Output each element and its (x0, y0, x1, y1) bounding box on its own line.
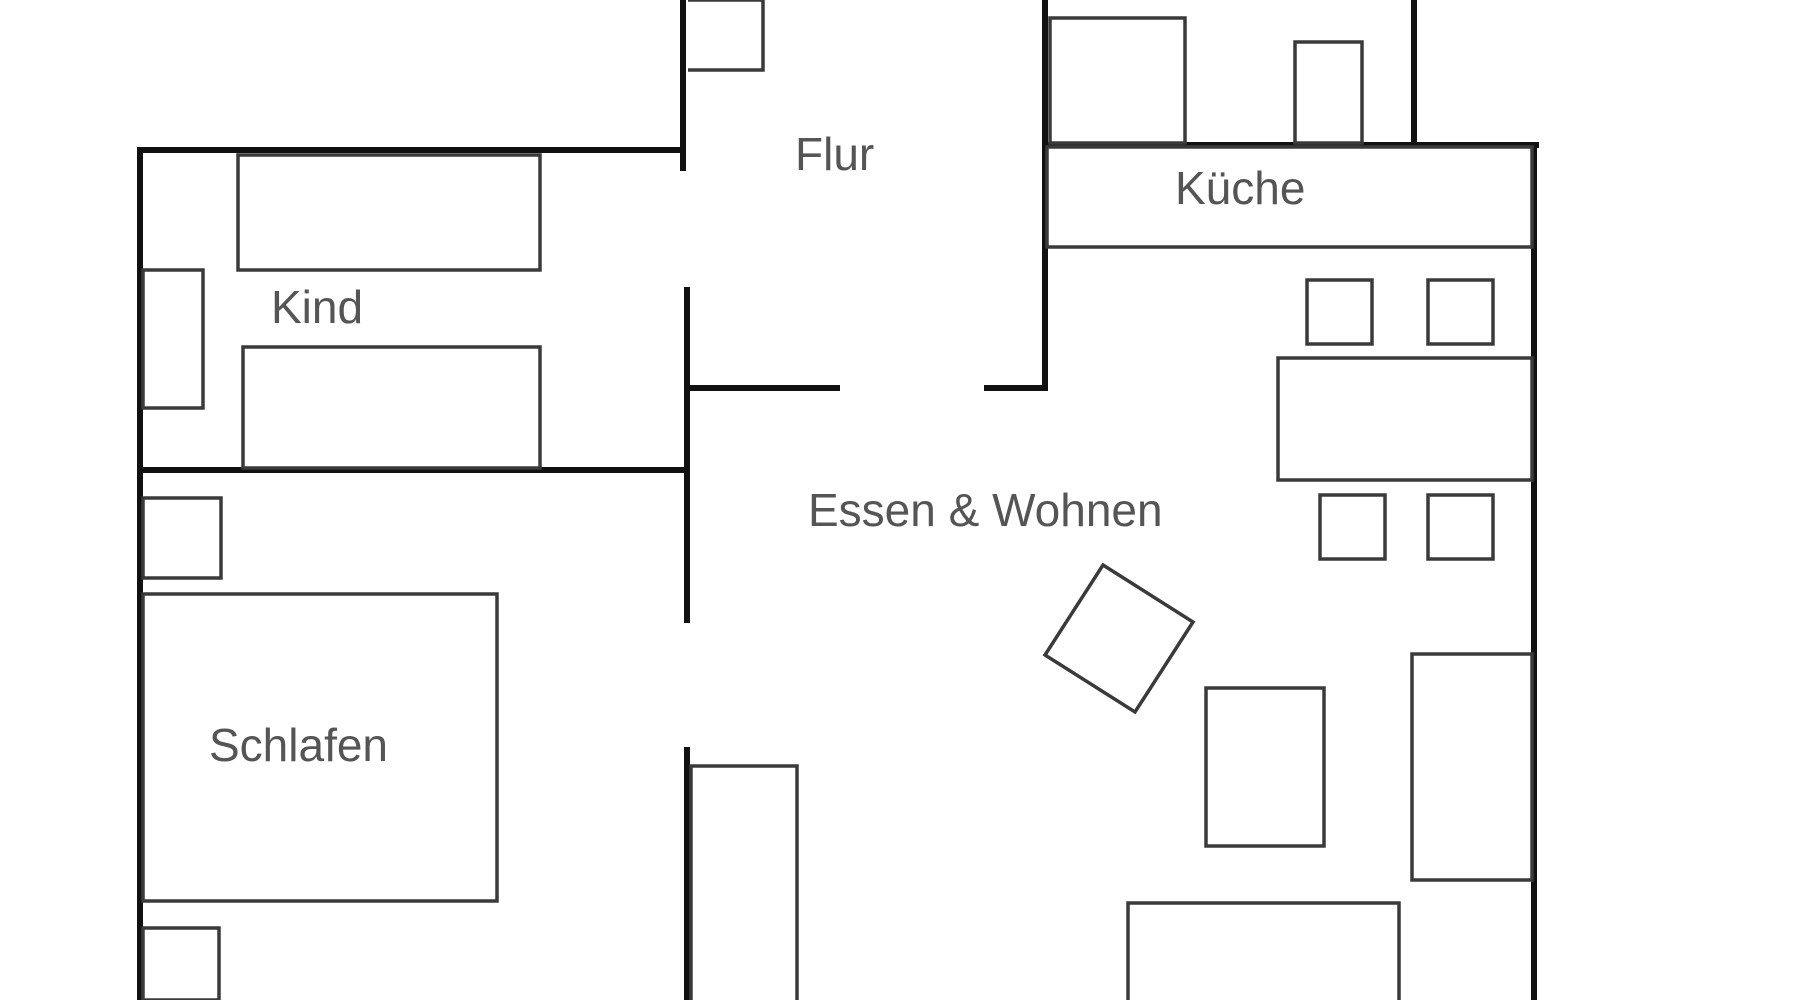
schlafen-nightstand-upper (141, 496, 223, 580)
walls (137, 0, 1539, 1000)
room-label-flur: Flur (795, 128, 874, 180)
upper-cabinet-left (1048, 16, 1187, 145)
coffee-table (1204, 686, 1326, 848)
schlafen-nightstand-lower (141, 926, 221, 1000)
dining-chair-1 (1305, 278, 1374, 346)
armchair-rotated (1042, 562, 1196, 715)
furniture (141, 0, 1534, 1000)
sofa (1126, 901, 1401, 1000)
room-labels: Flur Küche Kind Essen & Wohnen Schlafen (209, 128, 1305, 771)
dining-chair-2 (1426, 278, 1495, 346)
upper-cabinet-right (1293, 40, 1364, 145)
sideboard-right (1410, 652, 1534, 882)
room-label-schlafen: Schlafen (209, 719, 388, 771)
kitchen-counter (1045, 145, 1534, 249)
cabinet-corridor (689, 764, 799, 1000)
dining-table (1276, 356, 1534, 482)
kind-bed-upper (236, 153, 542, 272)
kind-shelf (141, 268, 205, 410)
room-label-essen-wohnen: Essen & Wohnen (808, 484, 1163, 536)
room-label-kueche: Küche (1175, 162, 1305, 214)
dining-chair-4 (1426, 493, 1495, 561)
room-label-kind: Kind (271, 281, 363, 333)
dining-chair-3 (1318, 493, 1387, 561)
schlafen-bed (141, 592, 499, 903)
stair-element (688, 0, 765, 72)
kind-bed-lower (241, 345, 542, 470)
